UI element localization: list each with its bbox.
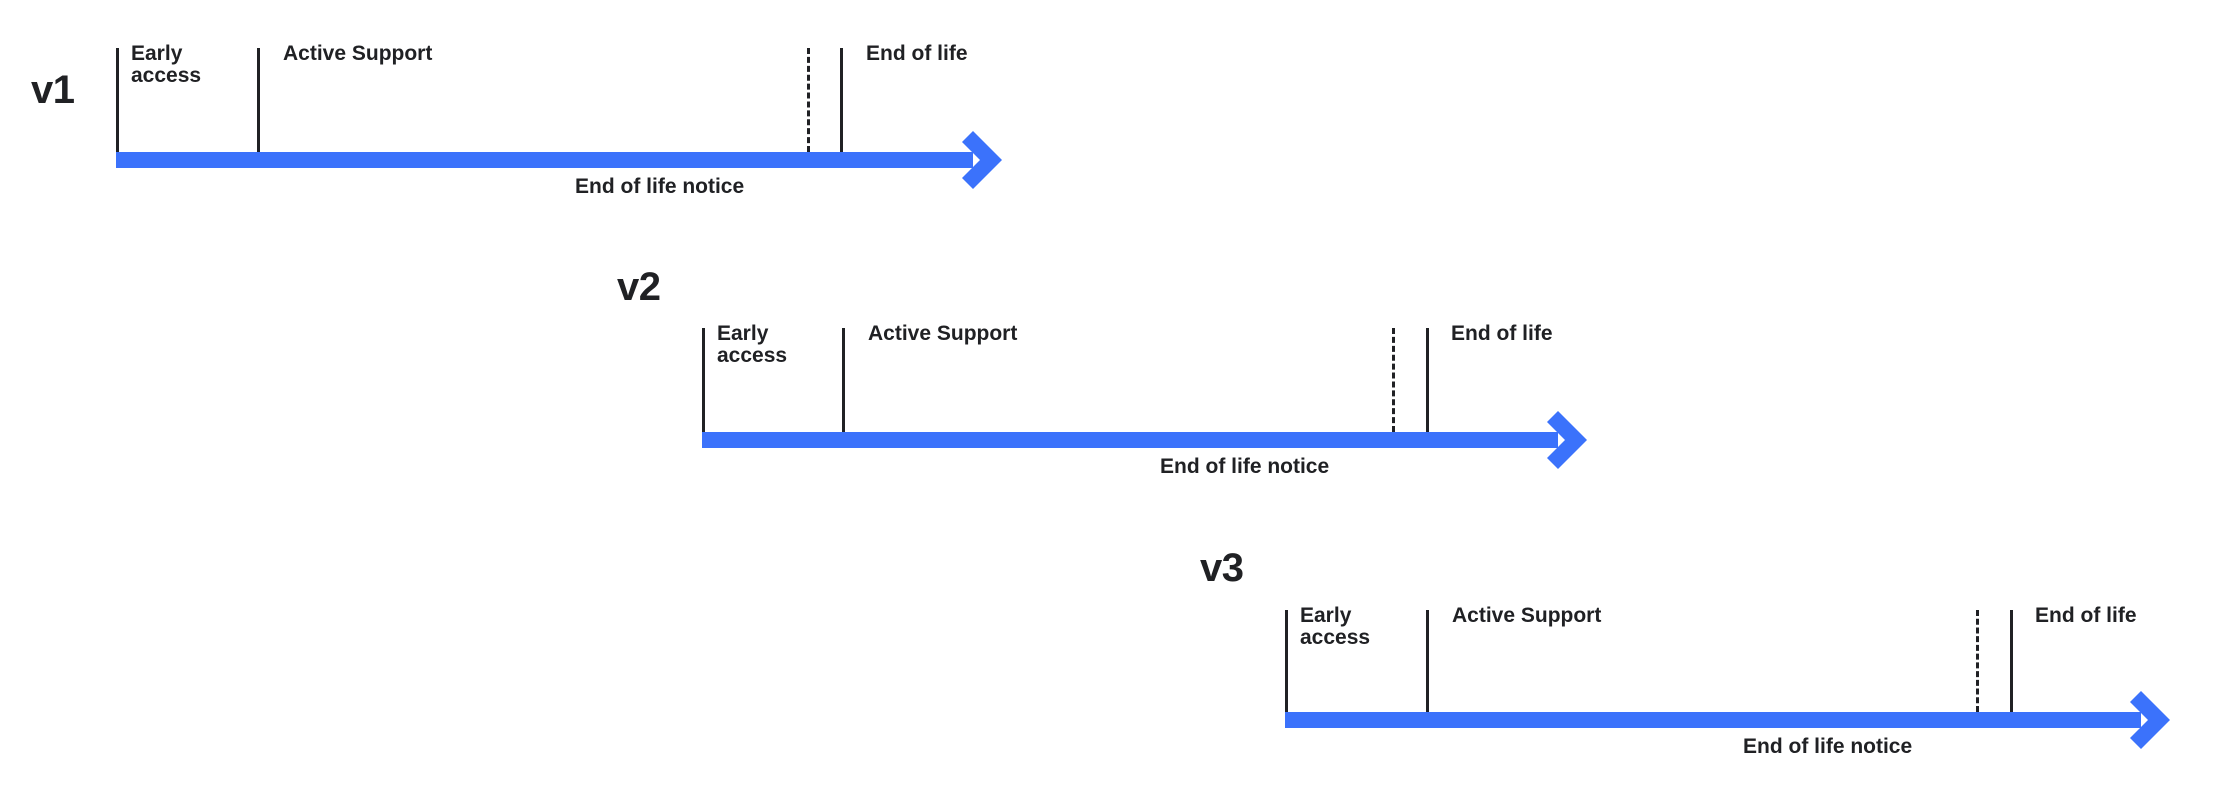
timeline-arrow-head-v1 [962, 131, 1002, 189]
active-support-start-divider-v3 [1426, 610, 1429, 712]
timeline-arrow-head-v2 [1547, 411, 1587, 469]
end-of-life-notice-label-v2: End of life notice [1160, 455, 1330, 478]
end-of-life-start-divider-v1 [840, 48, 843, 152]
early-access-start-divider-v3 [1285, 610, 1288, 712]
end-of-life-notice-marker-v1 [807, 48, 810, 152]
lifecycle-track-v1 [116, 152, 973, 168]
end-of-life-notice-label-v1: End of life notice [575, 175, 745, 198]
end-of-life-label-v2: End of life [1451, 322, 1553, 345]
lifecycle-track-v3 [1285, 712, 2141, 728]
end-of-life-start-divider-v2 [1426, 328, 1429, 432]
version-label-v2: v2 [617, 265, 661, 309]
end-of-life-start-divider-v3 [2010, 610, 2013, 712]
lifecycle-track-v2 [702, 432, 1558, 448]
active-support-start-divider-v2 [842, 328, 845, 432]
timeline-arrow-head-v3 [2130, 691, 2170, 749]
active-support-label-v3: Active Support [1452, 604, 1602, 627]
end-of-life-notice-label-v3: End of life notice [1743, 735, 1913, 758]
active-support-label-v1: Active Support [283, 42, 433, 65]
end-of-life-label-v3: End of life [2035, 604, 2137, 627]
active-support-label-v2: Active Support [868, 322, 1018, 345]
version-label-v3: v3 [1200, 546, 1244, 590]
end-of-life-label-v1: End of life [866, 42, 968, 65]
version-label-v1: v1 [31, 68, 75, 112]
end-of-life-notice-marker-v2 [1392, 328, 1395, 432]
early-access-start-divider-v2 [702, 328, 705, 432]
early-access-label-v2: Early access [717, 322, 788, 367]
early-access-start-divider-v1 [116, 48, 119, 152]
early-access-label-v1: Early access [131, 42, 202, 87]
early-access-label-v3: Early access [1300, 604, 1371, 649]
end-of-life-notice-marker-v3 [1976, 610, 1979, 712]
active-support-start-divider-v1 [257, 48, 260, 152]
